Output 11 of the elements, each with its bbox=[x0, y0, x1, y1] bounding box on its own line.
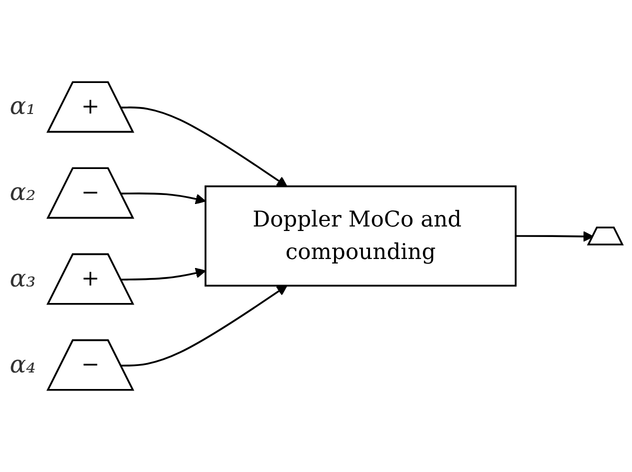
arrow bbox=[120, 106, 288, 187]
arrow bbox=[120, 268, 206, 281]
node-box: Doppler MoCo and compounding bbox=[204, 185, 517, 287]
angle-label: α₄ bbox=[10, 350, 36, 378]
arrow bbox=[120, 285, 288, 367]
angle-label: α₂ bbox=[10, 178, 36, 206]
node-sector bbox=[586, 226, 624, 246]
arrow bbox=[516, 231, 594, 242]
angle-label: α₃ bbox=[10, 264, 36, 292]
angle-label: α₁ bbox=[10, 92, 36, 120]
arrow bbox=[120, 192, 206, 204]
